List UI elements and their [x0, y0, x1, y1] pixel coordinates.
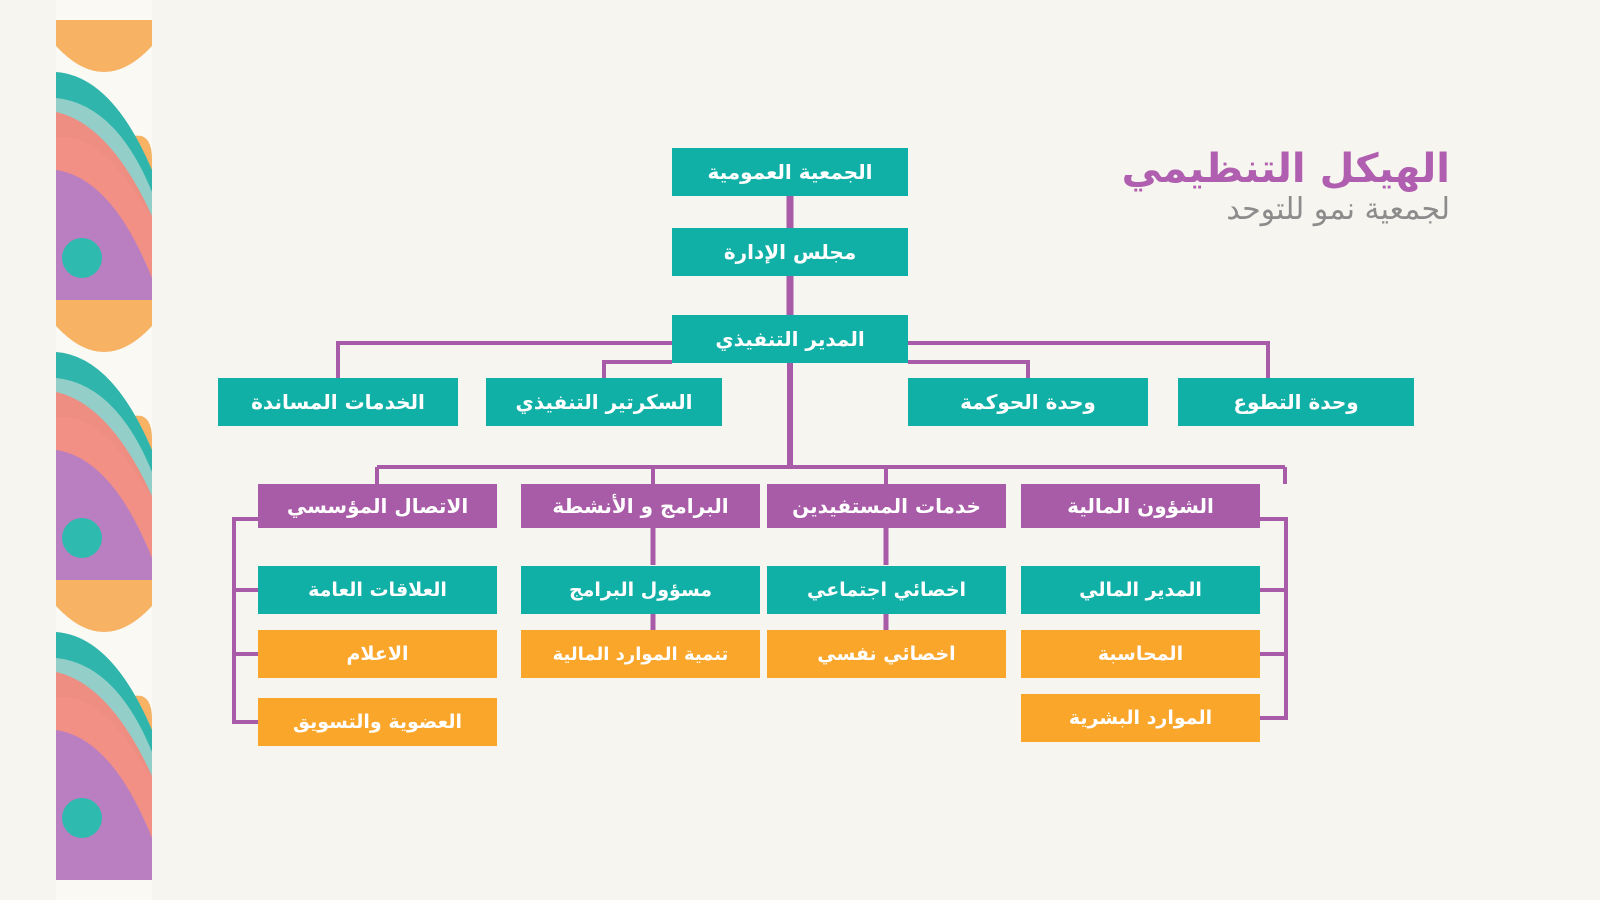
- node-label: تنمية الموارد المالية: [552, 643, 729, 665]
- node-public-relations[interactable]: العلاقات العامة: [258, 566, 497, 614]
- node-programs-officer[interactable]: مسؤول البرامج: [521, 566, 760, 614]
- node-financial-resources-development[interactable]: تنمية الموارد المالية: [521, 630, 760, 678]
- node-beneficiary-services[interactable]: خدمات المستفيدين: [767, 484, 1006, 528]
- title-main: الهيكل التنظيمي: [1121, 146, 1450, 192]
- node-label: العضوية والتسويق: [293, 711, 462, 733]
- node-label: مسؤول البرامج: [568, 579, 713, 601]
- node-volunteering-unit[interactable]: وحدة التطوع: [1178, 378, 1414, 426]
- node-label: الاتصال المؤسسي: [286, 494, 469, 518]
- page-title: الهيكل التنظيمي لجمعية نمو للتوحد: [1122, 148, 1450, 226]
- node-executive-director[interactable]: المدير التنفيذي: [672, 315, 908, 363]
- node-label: اخصائي نفسي: [817, 643, 956, 665]
- node-human-resources[interactable]: الموارد البشرية: [1021, 694, 1260, 742]
- node-corporate-communication[interactable]: الاتصال المؤسسي: [258, 484, 497, 528]
- node-board-of-directors[interactable]: مجلس الإدارة: [672, 228, 908, 276]
- node-label: الخدمات المساندة: [251, 390, 425, 414]
- node-label: السكرتير التنفيذي: [515, 390, 693, 414]
- node-label: الشؤون المالية: [1067, 494, 1214, 518]
- node-label: خدمات المستفيدين: [792, 494, 981, 518]
- node-support-services[interactable]: الخدمات المساندة: [218, 378, 458, 426]
- node-label: وحدة الحوكمة: [960, 390, 1096, 414]
- node-financial-affairs[interactable]: الشؤون المالية: [1021, 484, 1260, 528]
- node-label: المحاسبة: [1097, 643, 1184, 665]
- node-accounting[interactable]: المحاسبة: [1021, 630, 1260, 678]
- decorative-side-band: [56, 0, 152, 900]
- node-psychological-specialist[interactable]: اخصائي نفسي: [767, 630, 1006, 678]
- node-label: الموارد البشرية: [1068, 707, 1213, 729]
- node-social-specialist[interactable]: اخصائي اجتماعي: [767, 566, 1006, 614]
- node-label: العلاقات العامة: [308, 579, 447, 601]
- node-general-assembly[interactable]: الجمعية العمومية: [672, 148, 908, 196]
- node-financial-manager[interactable]: المدير المالي: [1021, 566, 1260, 614]
- node-label: وحدة التطوع: [1233, 390, 1359, 414]
- node-label: مجلس الإدارة: [723, 240, 857, 264]
- node-governance-unit[interactable]: وحدة الحوكمة: [908, 378, 1148, 426]
- node-label: اخصائي اجتماعي: [806, 579, 967, 601]
- node-label: الاعلام: [346, 643, 409, 665]
- node-membership-marketing[interactable]: العضوية والتسويق: [258, 698, 497, 746]
- node-programs-activities[interactable]: البرامج و الأنشطة: [521, 484, 760, 528]
- node-media[interactable]: الاعلام: [258, 630, 497, 678]
- node-label: الجمعية العمومية: [707, 160, 873, 184]
- node-label: البرامج و الأنشطة: [552, 494, 729, 518]
- node-executive-secretary[interactable]: السكرتير التنفيذي: [486, 378, 722, 426]
- node-label: المدير التنفيذي: [715, 327, 865, 351]
- node-label: المدير المالي: [1079, 579, 1202, 601]
- title-subtitle: لجمعية نمو للتوحد: [1226, 192, 1450, 228]
